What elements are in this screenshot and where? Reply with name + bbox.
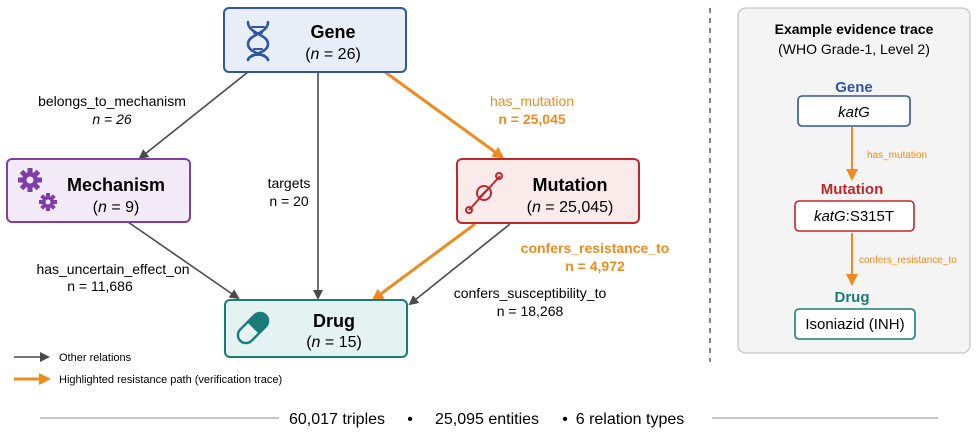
legend-other-label: Other relations: [59, 352, 132, 364]
node-gene-title: Gene: [310, 22, 355, 42]
trace-gene-box: [797, 95, 911, 127]
trace-mutation-box: [794, 200, 915, 232]
node-gene: Gene (n = 26): [223, 7, 407, 73]
mutation-icon: [465, 172, 503, 214]
edge-label-targets: targets: [268, 175, 311, 191]
node-mutation: Mutation (n = 25,045): [456, 158, 640, 224]
trace-gene-label: Gene: [835, 79, 873, 96]
edge-label-belongs-to-mechanism: belongs_to_mechanism: [38, 93, 186, 109]
edge-count-belongs-to-mechanism: n = 26: [92, 111, 132, 127]
node-drug-count: (n = 15): [306, 334, 362, 351]
edge-confers-susceptibility-to: [408, 223, 511, 306]
node-mutation-count: (n = 25,045): [527, 199, 614, 216]
edges: [127, 70, 511, 306]
edge-count-targets: n = 20: [269, 193, 309, 209]
trace-mutation-value: katG:S315T: [814, 208, 894, 225]
gears-icon: [18, 168, 57, 211]
trace-edge-2-label: confers_resistance_to: [859, 255, 957, 266]
footer-triples: 60,017 triples: [289, 411, 385, 428]
edge-count-confers-resistance-to: n = 4,972: [565, 258, 625, 274]
legend-highlight-label: Highlighted resistance path (verificatio…: [59, 374, 282, 386]
edge-has-uncertain-effect-on: [127, 221, 240, 300]
trace-drug-label: Drug: [835, 289, 870, 306]
dna-icon: [246, 20, 270, 62]
trace-gene-value: katG: [838, 104, 870, 121]
node-mechanism-count: (n = 9): [93, 199, 140, 216]
edge-count-has-uncertain-effect-on: n = 11,686: [67, 278, 133, 294]
node-mutation-title: Mutation: [533, 175, 608, 195]
node-gene-count: (n = 26): [305, 46, 361, 63]
node-mechanism-title: Mechanism: [67, 175, 165, 195]
edge-count-has-mutation: n = 25,045: [498, 111, 566, 127]
node-mechanism: Mechanism (n = 9): [6, 158, 191, 223]
node-drug: Drug (n = 15): [224, 299, 408, 358]
edge-count-confers-susceptibility-to: n = 18,268: [497, 303, 564, 319]
edge-labels: belongs_to_mechanism n = 26 targets n = …: [36, 93, 669, 319]
trace-drug-box: [794, 308, 916, 340]
footer-entities: 25,095 entities: [435, 411, 539, 428]
trace-edge-1-label: has_mutation: [867, 150, 927, 161]
trace-drug-value: Isoniazid (INH): [805, 316, 904, 333]
trace-mutation-label: Mutation: [821, 181, 883, 198]
edge-label-confers-susceptibility-to: confers_susceptibility_to: [454, 285, 607, 301]
edge-label-confers-resistance-to: confers_resistance_to: [521, 240, 670, 256]
pill-icon: [236, 311, 270, 345]
trace-title: Example evidence trace: [775, 21, 934, 37]
node-drug-title: Drug: [313, 311, 355, 331]
footer-separator-1: •: [407, 411, 413, 428]
edge-label-has-mutation: has_mutation: [490, 93, 574, 109]
evidence-trace-panel: Example evidence trace (WHO Grade-1, Lev…: [737, 7, 971, 354]
edge-confers-resistance-to: [371, 222, 476, 301]
edge-has-mutation: [384, 70, 505, 159]
edge-belongs-to-mechanism: [138, 71, 249, 160]
trace-subtitle: (WHO Grade-1, Level 2): [778, 41, 930, 57]
legend: Other relations Highlighted resistance p…: [14, 352, 282, 386]
edge-label-has-uncertain-effect-on: has_uncertain_effect_on: [36, 261, 189, 277]
footer-relation-types: 6 relation types: [576, 411, 685, 428]
footer-separator-2: •: [562, 411, 568, 428]
footer-stats: 60,017 triples • 25,095 entities • 6 rel…: [40, 411, 938, 428]
